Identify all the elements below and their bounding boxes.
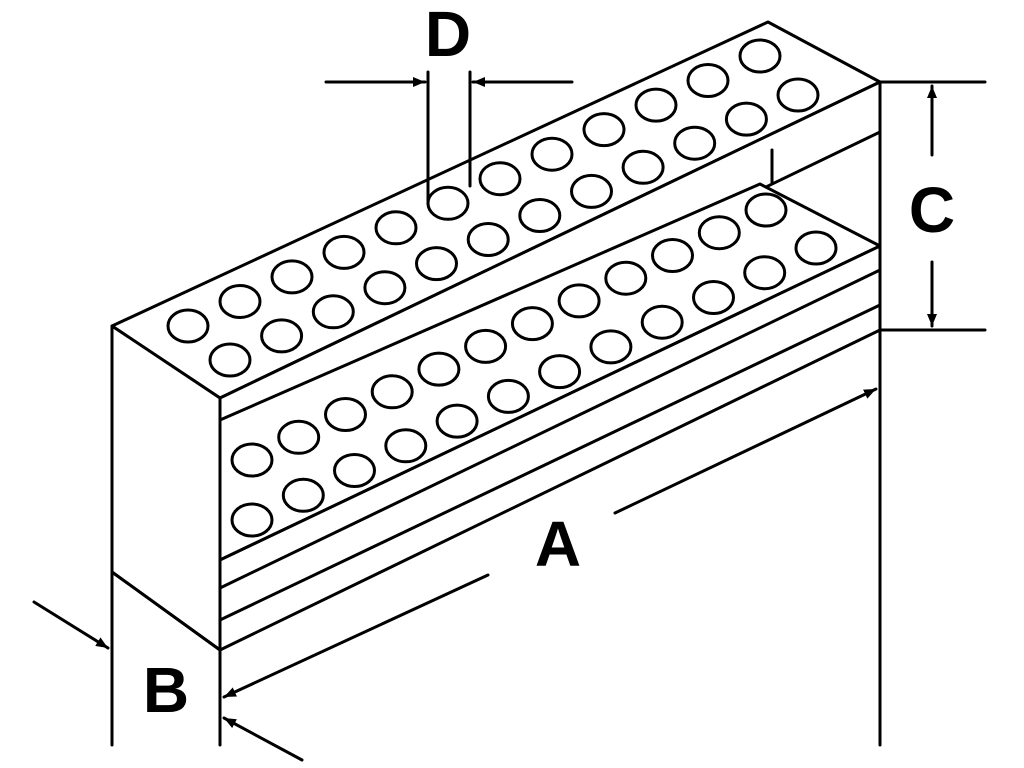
- hole: [776, 77, 820, 113]
- dimension-b-arrow-right: [222, 716, 304, 762]
- hole: [374, 210, 418, 246]
- base-edge: [110, 570, 222, 652]
- hole: [230, 442, 274, 478]
- hole: [724, 101, 768, 137]
- hole: [604, 260, 648, 296]
- hole: [634, 87, 678, 123]
- hole: [311, 294, 355, 330]
- dimension-a-arrow-upper: [613, 387, 878, 515]
- top-tier-holes: [166, 38, 820, 378]
- hole: [324, 397, 367, 432]
- hole: [466, 222, 510, 257]
- hole: [281, 477, 325, 513]
- dimension-b-arrow-left: [32, 600, 110, 650]
- hole: [738, 38, 782, 74]
- dimension-label-c: C: [909, 174, 955, 246]
- bevel-line: [218, 303, 882, 622]
- hole: [697, 215, 741, 251]
- bottom-tier-holes: [230, 192, 838, 538]
- hole: [478, 161, 522, 197]
- hole: [743, 255, 787, 291]
- hole: [333, 453, 376, 488]
- hole: [363, 270, 407, 306]
- hole: [510, 306, 554, 342]
- dimension-label-d: D: [425, 0, 471, 70]
- hole: [415, 246, 458, 282]
- hole: [417, 351, 461, 387]
- hole: [384, 428, 428, 464]
- hole: [673, 125, 717, 161]
- hole: [794, 230, 838, 266]
- hole: [570, 173, 613, 209]
- hole: [530, 136, 574, 172]
- hole: [208, 342, 252, 378]
- dimension-a-arrow-lower: [222, 573, 490, 699]
- hole: [370, 374, 414, 410]
- hole: [538, 354, 582, 390]
- hole: [692, 280, 735, 315]
- hole: [651, 238, 694, 273]
- hole: [426, 185, 470, 221]
- hole: [518, 198, 562, 233]
- hole: [277, 419, 321, 455]
- hole: [260, 318, 304, 354]
- hole: [464, 328, 508, 364]
- hole: [322, 234, 366, 270]
- hole: [640, 304, 684, 340]
- dimension-lines: [32, 70, 987, 762]
- hole: [435, 403, 479, 439]
- hole: [589, 329, 633, 365]
- hole: [218, 284, 262, 319]
- dimension-label-a: A: [535, 508, 581, 580]
- hole: [557, 283, 601, 319]
- hole: [744, 192, 788, 228]
- hole: [621, 149, 665, 185]
- bevel-line: [218, 268, 882, 590]
- hole: [270, 259, 314, 295]
- hole: [166, 308, 210, 344]
- dimension-label-b: B: [143, 654, 189, 726]
- hole: [582, 112, 626, 148]
- hole: [486, 378, 530, 414]
- hole: [686, 63, 730, 98]
- hole: [230, 502, 274, 538]
